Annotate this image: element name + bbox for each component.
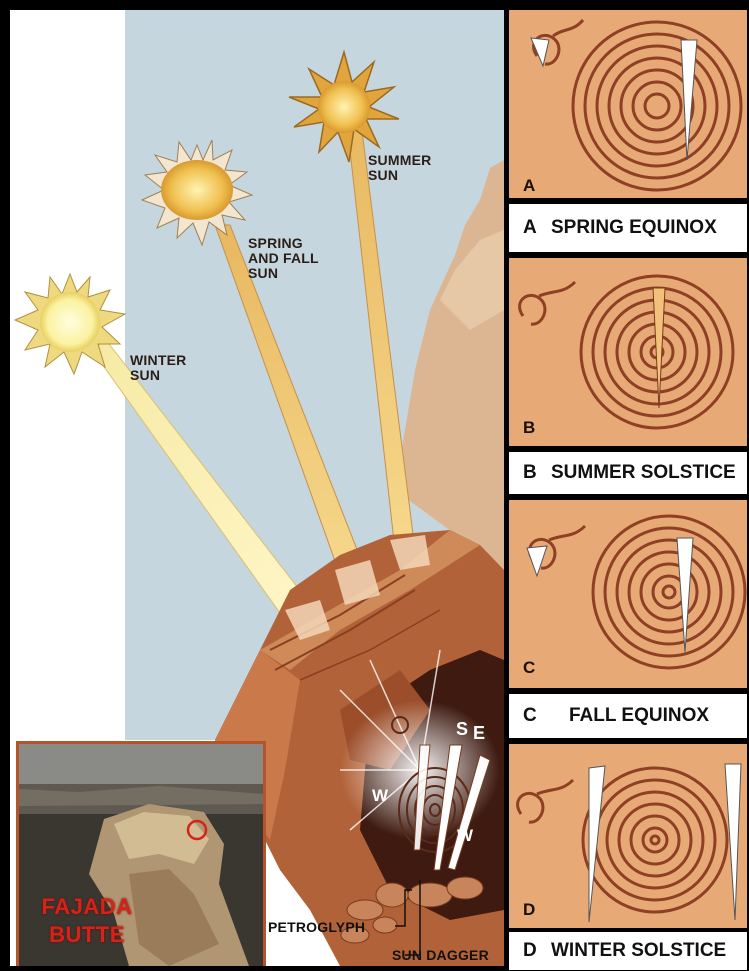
- dagger-left: [589, 766, 605, 922]
- summer-sun-label: SUMMER SUN: [368, 153, 431, 183]
- caption-a: A SPRING EQUINOX: [509, 204, 747, 252]
- caption-c-text: FALL EQUINOX: [551, 705, 709, 727]
- winter-sun-label: WINTER SUN: [130, 353, 186, 383]
- compass-w-left: W: [372, 788, 388, 803]
- panel-c: C: [509, 500, 747, 688]
- compass-e: E: [473, 726, 485, 741]
- caption-b: B SUMMER SOLSTICE: [509, 452, 747, 494]
- caption-d: D WINTER SOLSTICE: [509, 932, 747, 970]
- panel-a-letter: A: [523, 176, 535, 196]
- panel-c-letter: C: [523, 658, 535, 678]
- compass-s: S: [456, 722, 468, 737]
- panel-b: B: [509, 258, 747, 446]
- panel-d-letter: D: [523, 900, 535, 920]
- sun-dagger-label: SUN DAGGER: [392, 948, 489, 963]
- panel-a: A: [509, 10, 747, 198]
- compass-w-right: W: [457, 828, 473, 843]
- caption-b-text: SUMMER SOLSTICE: [551, 462, 736, 484]
- butte-label: BUTTE: [27, 922, 147, 948]
- caption-a-letter: A: [509, 217, 551, 239]
- panel-b-letter: B: [523, 418, 535, 438]
- caption-d-letter: D: [509, 940, 551, 962]
- fajada-label: FAJADA: [27, 894, 147, 920]
- caption-a-text: SPRING EQUINOX: [551, 217, 717, 239]
- caption-c: C FALL EQUINOX: [509, 694, 747, 738]
- petroglyph-label: PETROGLYPH: [268, 920, 365, 935]
- panel-d: D: [509, 744, 747, 928]
- caption-d-text: WINTER SOLSTICE: [551, 940, 726, 962]
- fajada-butte-photo: FAJADA BUTTE: [16, 741, 266, 966]
- caption-c-letter: C: [509, 705, 551, 727]
- sun-dagger-illustration: SUMMER SUN SPRING AND FALL SUN WINTER SU…: [10, 10, 504, 966]
- spring-fall-sun-label: SPRING AND FALL SUN: [248, 236, 319, 281]
- caption-b-letter: B: [509, 462, 551, 484]
